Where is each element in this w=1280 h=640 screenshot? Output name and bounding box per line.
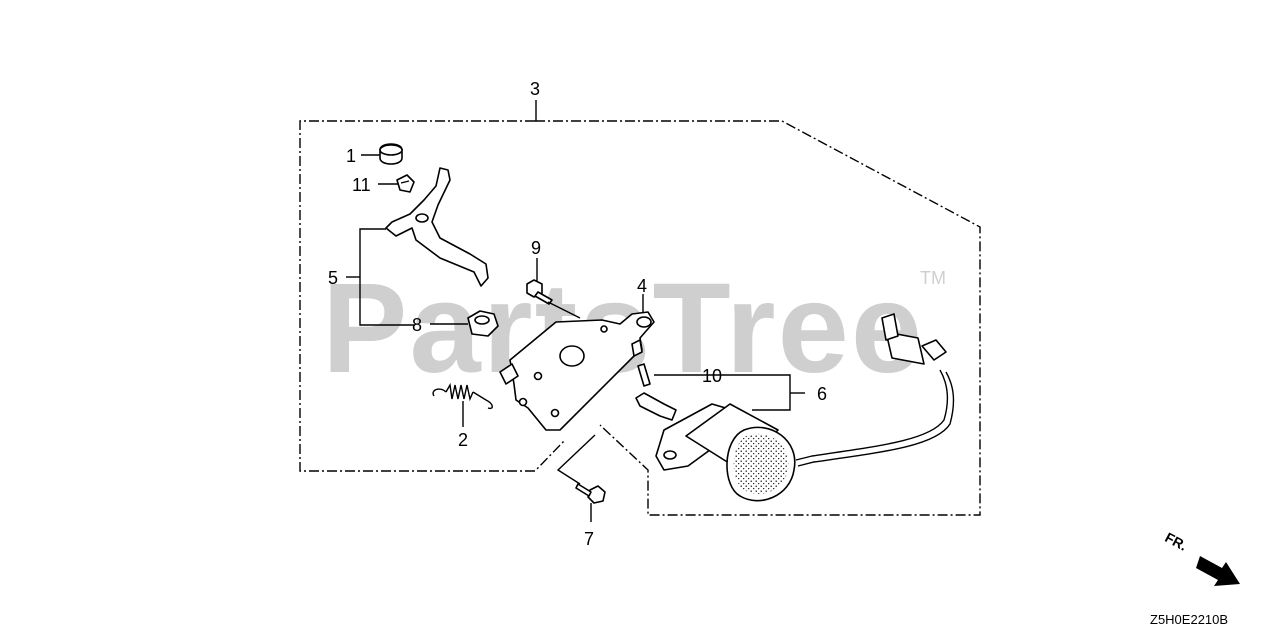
callout-5: 5 bbox=[328, 268, 338, 288]
diagram-code: Z5H0E2210B bbox=[1150, 612, 1228, 627]
callout-6: 6 bbox=[817, 384, 827, 404]
part-6-solenoid[interactable] bbox=[635, 313, 955, 502]
part-4-bracket[interactable] bbox=[499, 311, 655, 431]
front-direction-label: FR. bbox=[1162, 529, 1189, 554]
callout-8: 8 bbox=[412, 315, 422, 335]
callout-4: 4 bbox=[637, 276, 647, 296]
part-7-bolt[interactable] bbox=[575, 483, 606, 504]
callout-11: 11 bbox=[352, 175, 371, 195]
callout-1: 1 bbox=[346, 146, 356, 166]
watermark-trademark: TM bbox=[920, 268, 946, 288]
part-11-clip[interactable] bbox=[396, 174, 415, 193]
callout-3: 3 bbox=[530, 79, 540, 99]
part-8-nut[interactable] bbox=[467, 310, 499, 337]
part-2-spring[interactable] bbox=[432, 382, 493, 410]
callout-10: 10 bbox=[702, 366, 722, 386]
assembly-3-outline bbox=[299, 100, 981, 516]
callout-7: 7 bbox=[584, 529, 594, 549]
part-9-bolt[interactable] bbox=[526, 279, 553, 305]
front-direction-arrow: FR. bbox=[1162, 529, 1240, 586]
part-1-cap[interactable] bbox=[379, 143, 403, 165]
part-10-pin[interactable] bbox=[637, 363, 651, 387]
callout-2: 2 bbox=[458, 430, 468, 450]
callout-9: 9 bbox=[531, 238, 541, 258]
part-5-lever[interactable] bbox=[385, 167, 489, 287]
